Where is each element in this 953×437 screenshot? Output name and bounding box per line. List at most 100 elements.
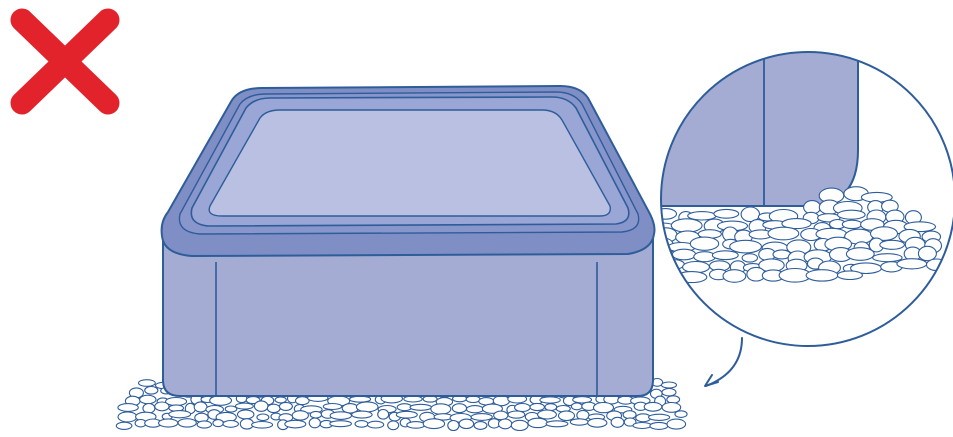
detail-magnifier [648, 40, 953, 346]
pebble [330, 412, 351, 420]
pebble [873, 254, 902, 262]
pebble [431, 404, 451, 414]
pebble [649, 414, 670, 420]
pebble [499, 419, 512, 429]
pebble [742, 254, 757, 262]
cross-icon [22, 20, 108, 103]
pebble [355, 421, 368, 428]
pebble [515, 404, 531, 412]
pebble [352, 411, 372, 418]
pebble [118, 412, 137, 422]
pebble [169, 411, 191, 418]
pebble [159, 419, 178, 427]
pebble [254, 401, 268, 411]
pebble [667, 419, 686, 429]
pebble [197, 421, 211, 428]
pebble [471, 414, 492, 421]
pebble [694, 252, 716, 262]
pebble [396, 411, 417, 418]
pebble [644, 402, 662, 411]
pebble [143, 404, 155, 414]
pebble [452, 404, 466, 413]
pebble [683, 262, 710, 273]
pebble [410, 404, 431, 410]
pebble [654, 209, 676, 220]
tub-wall [163, 236, 653, 396]
pebble [662, 389, 676, 396]
pebble [118, 404, 138, 412]
pebble [350, 396, 371, 402]
pebble [530, 403, 544, 410]
pebble [210, 396, 232, 406]
pebble [466, 396, 480, 402]
pebble [671, 219, 702, 232]
pebble [842, 220, 862, 228]
pebble [538, 410, 557, 419]
pebble [508, 411, 525, 418]
pebble [423, 419, 444, 429]
pebble [880, 240, 905, 249]
pebble [730, 240, 762, 253]
pebble [838, 210, 866, 219]
pebble [559, 411, 575, 421]
pebble [846, 248, 874, 261]
pebble [806, 270, 838, 281]
pebble [155, 402, 169, 411]
pebble [714, 209, 739, 218]
pebble [194, 402, 207, 412]
pebble [672, 249, 695, 260]
pebble [723, 270, 746, 283]
pebble [546, 421, 568, 427]
pebble [378, 410, 389, 420]
pebble [323, 404, 341, 410]
pebble [571, 403, 582, 410]
pebble [225, 406, 237, 412]
spa-tub [162, 86, 655, 396]
pebble [459, 419, 474, 428]
pebble [837, 271, 862, 280]
pebble [448, 421, 459, 431]
pebble [139, 380, 156, 387]
pebble [257, 414, 269, 421]
pebble [588, 418, 607, 427]
pebble [712, 251, 738, 260]
pebble [662, 382, 677, 388]
pebble [474, 422, 487, 430]
pebble [511, 420, 528, 430]
pebble [140, 395, 156, 404]
pebble [116, 422, 132, 429]
pebble [145, 387, 158, 395]
tub-water [209, 110, 610, 216]
pebble [223, 421, 238, 428]
pebble [330, 421, 352, 427]
curved-arrow-icon [705, 338, 742, 386]
pebble [528, 418, 548, 427]
pebble [356, 402, 378, 412]
pebble [897, 259, 927, 269]
pebble [690, 237, 718, 250]
pebble [178, 419, 196, 427]
pebble [633, 423, 651, 429]
pebble [292, 411, 308, 420]
pebble [310, 411, 321, 418]
pebble [279, 402, 292, 410]
pebble [285, 420, 306, 428]
pebble [213, 420, 223, 427]
pebble [540, 397, 560, 403]
pebble [611, 417, 624, 427]
pebble [388, 421, 399, 430]
pebble [467, 406, 484, 413]
pebble [309, 418, 320, 428]
pebble [236, 403, 254, 409]
pebble [918, 246, 936, 260]
pebble [407, 422, 425, 429]
pebble [252, 422, 273, 429]
pebble [675, 411, 687, 418]
pebble [768, 227, 799, 240]
pebble [661, 260, 684, 270]
pebble [267, 404, 280, 412]
pebble [368, 421, 384, 428]
pebble [570, 419, 588, 425]
pebble [238, 410, 254, 419]
